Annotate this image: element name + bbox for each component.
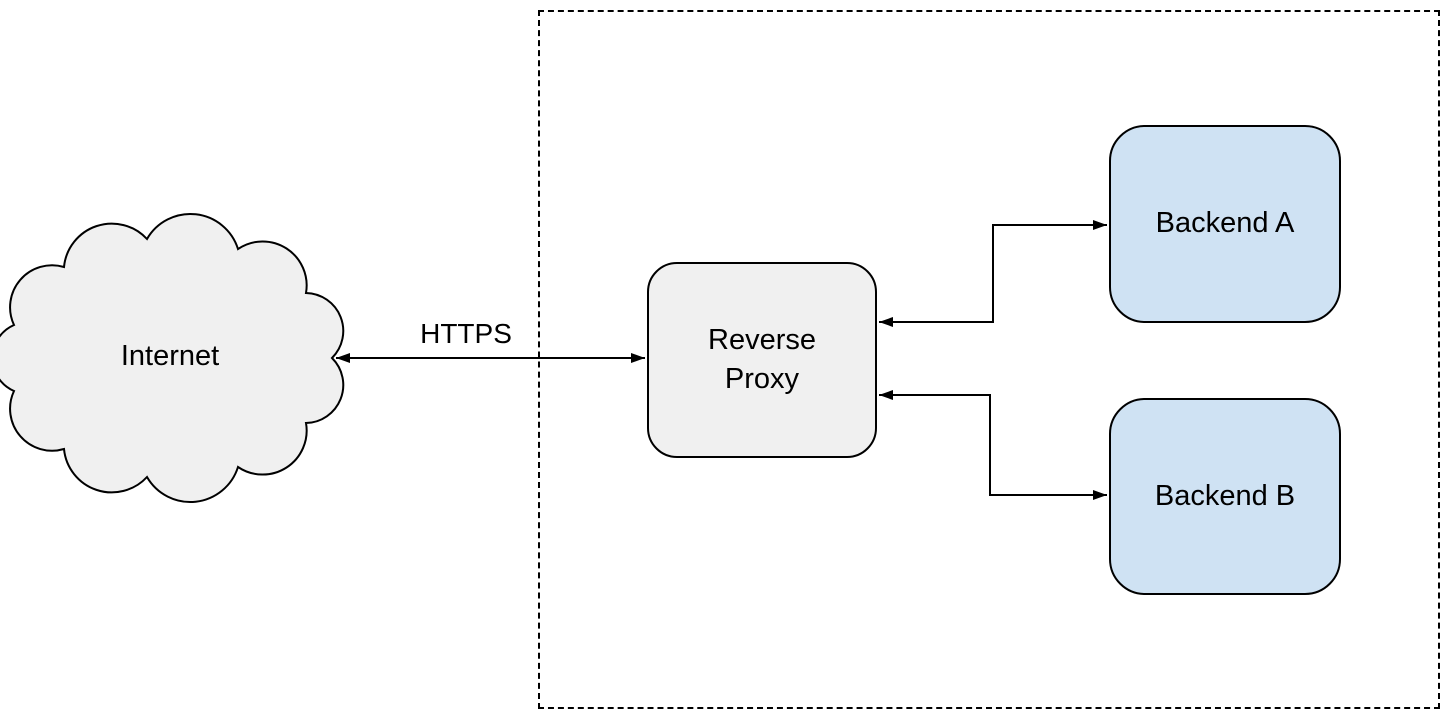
backend-a-node-label: Backend A [1155, 207, 1295, 240]
backend-b-node-label: Backend B [1154, 479, 1296, 512]
reverse-proxy-node: Reverse Proxy [647, 262, 877, 458]
proxy-backend-a-connector [879, 220, 1107, 327]
internet-cloud-shape [0, 213, 345, 503]
internet-node-label: Internet [120, 340, 220, 372]
https-edge-label: HTTPS [420, 318, 512, 349]
reverse-proxy-node-label: Reverse Proxy [708, 323, 816, 395]
backend-a-node: Backend A [1109, 125, 1341, 323]
proxy-backend-b-connector [879, 390, 1107, 500]
backend-b-node: Backend B [1109, 398, 1341, 595]
